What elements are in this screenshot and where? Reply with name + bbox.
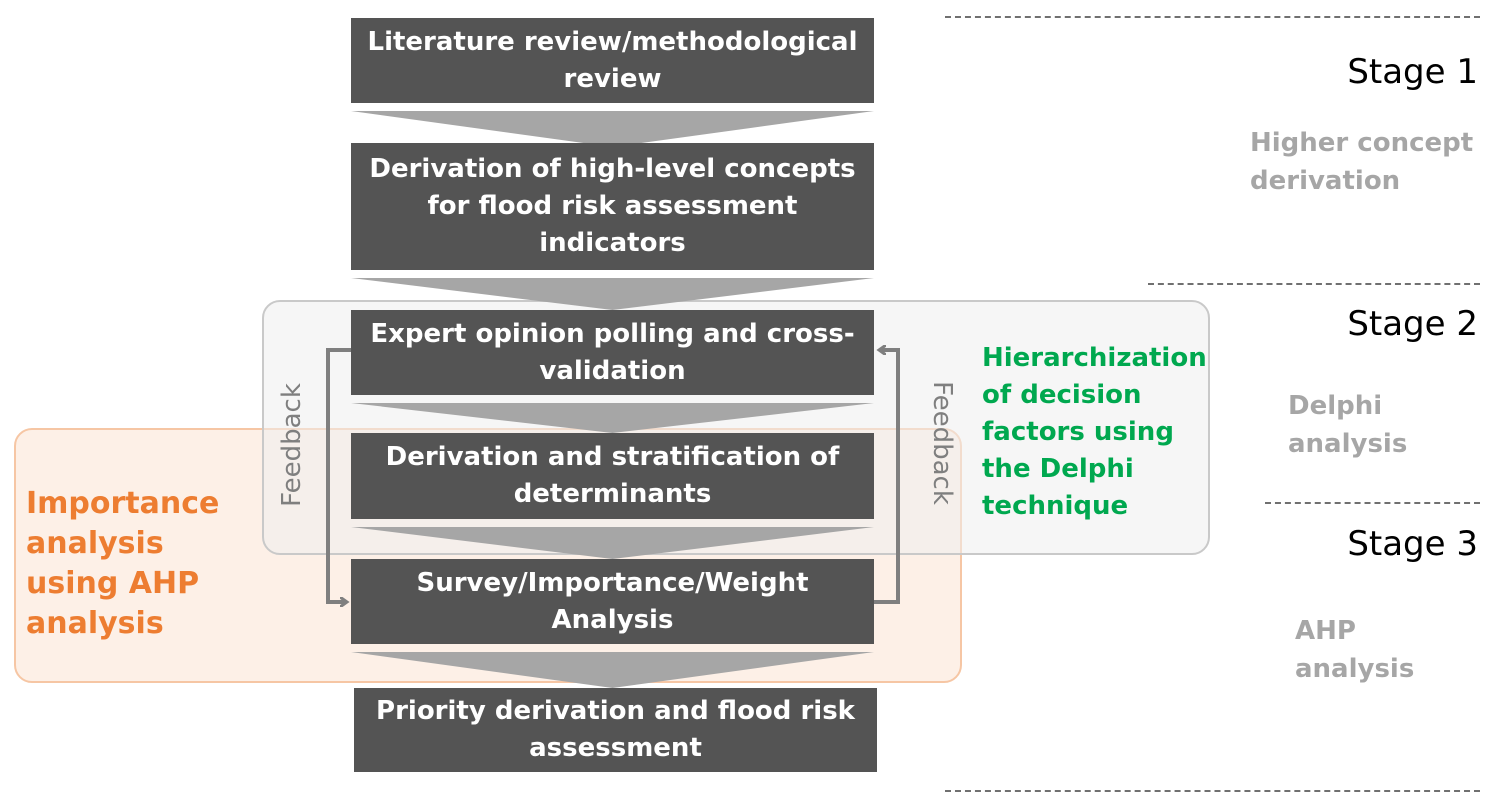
chevron-arrow-2 [351, 278, 874, 310]
feedback-arrow-left [326, 348, 351, 602]
separator-top [945, 16, 1480, 18]
separator-stage1-2 [1148, 283, 1480, 285]
stage-2-title: Stage 2 [1347, 304, 1478, 344]
stage-1-description: Higher concept derivation [1250, 128, 1474, 196]
stage-3-title: Stage 3 [1347, 524, 1478, 564]
chevron-arrow-3 [351, 403, 874, 433]
flow-step-expert-opinion: Expert opinion polling and cross-validat… [351, 310, 874, 395]
stage-3-description: AHP analysis [1295, 616, 1415, 684]
feedback-arrow-right [874, 350, 900, 604]
feedback-label-left: Feedback [277, 383, 307, 507]
flow-step-high-level-concepts: Derivation of high-level concepts for fl… [351, 143, 874, 270]
ahp-region-label: Importance analysis using AHP analysis [26, 486, 220, 641]
stage-2-description: Delphi analysis [1288, 391, 1408, 459]
chevron-arrow-4 [351, 527, 874, 559]
flow-step-literature-review: Literature review/methodological review [351, 18, 874, 103]
chevron-arrow-5 [351, 652, 874, 688]
separator-bottom [945, 790, 1480, 792]
flow-step-determinants: Derivation and stratification of determi… [351, 433, 874, 519]
delphi-region-label: Hierarchization of decision factors usin… [982, 343, 1207, 521]
chevron-arrow-1 [351, 111, 874, 147]
flow-step-survey-analysis: Survey/Importance/Weight Analysis [351, 559, 874, 644]
separator-stage2-3 [1265, 502, 1480, 504]
feedback-label-right: Feedback [927, 381, 957, 505]
flow-step-priority-derivation: Priority derivation and flood risk asses… [354, 688, 877, 772]
stage-1-title: Stage 1 [1347, 52, 1478, 92]
